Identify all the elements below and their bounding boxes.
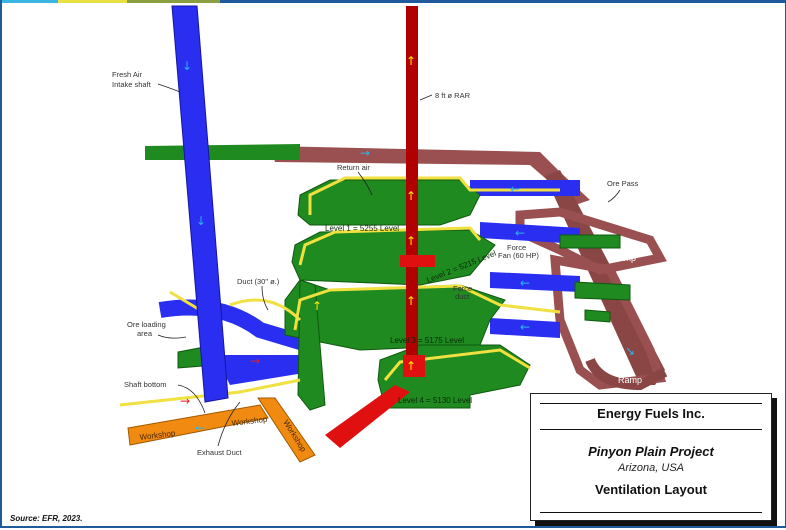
svg-text:↑: ↑	[406, 54, 416, 68]
label-rar: 8 ft ø RAR	[435, 91, 471, 100]
title-block: Energy Fuels Inc. Pinyon Plain Project A…	[530, 393, 772, 521]
svg-text:↑: ↑	[406, 234, 416, 248]
workshop	[127, 397, 316, 463]
label-force-fan-hp: Fan (60 HP)	[498, 251, 539, 260]
label-intake-shaft: Intake shaft	[112, 80, 152, 89]
drawing-subject: Ventilation Layout	[595, 482, 707, 497]
label-ramp-upper: Ramp	[612, 253, 636, 263]
svg-text:→: →	[250, 354, 260, 368]
label-ore-loading-area: area	[137, 329, 153, 338]
svg-text:↓: ↓	[196, 214, 206, 228]
label-level-4: Level 4 = 5130 Level	[398, 396, 472, 405]
label-workshop-left: Workshop	[139, 429, 176, 442]
svg-text:↑: ↑	[406, 294, 416, 308]
svg-text:←: ←	[520, 320, 530, 334]
label-level-1: Level 1 = 5255 Level	[325, 224, 399, 233]
label-ore-pass: Ore Pass	[607, 179, 639, 188]
company-name: Energy Fuels Inc.	[597, 406, 705, 421]
svg-text:→: →	[180, 394, 190, 408]
label-force-duct: Force	[453, 284, 472, 293]
svg-text:←: ←	[195, 421, 205, 435]
source-note: Source: EFR, 2023.	[10, 514, 83, 523]
label-ramp-lower: Ramp	[618, 375, 642, 385]
airflow-arrows: ↓ ↓ ↑ ↑ ↑ ↑ ↑ ↑ ← ← ← ← → ← ↘ → →	[180, 54, 635, 435]
levels	[177, 179, 631, 411]
svg-text:↑: ↑	[312, 299, 322, 313]
label-force-fan: Force	[507, 243, 526, 252]
label-duct: Duct (30" ø.)	[237, 277, 280, 286]
svg-text:↘: ↘	[625, 344, 635, 358]
svg-text:→: →	[360, 146, 370, 160]
fresh-air-intake-shaft	[171, 5, 229, 403]
return-air-ducts	[119, 176, 561, 407]
label-ore-loading: Ore loading	[127, 320, 166, 329]
project-location: Arizona, USA	[617, 462, 685, 474]
label-return-air: Return air	[337, 163, 370, 172]
svg-text:←: ←	[510, 182, 520, 196]
top-drift	[145, 144, 300, 160]
intake-drifts	[158, 180, 580, 385]
label-fresh-air: Fresh Air	[112, 70, 143, 79]
label-shaft-bottom: Shaft bottom	[124, 380, 167, 389]
svg-text:←: ←	[520, 276, 530, 290]
svg-text:↑: ↑	[406, 189, 416, 203]
ore-pass-ramp	[270, 146, 668, 391]
svg-text:←: ←	[515, 226, 525, 240]
label-workshop-mid: Workshop	[231, 415, 268, 428]
return-air-raise	[325, 6, 435, 448]
project-name: Pinyon Plain Project	[588, 444, 714, 459]
svg-text:↓: ↓	[182, 59, 192, 73]
top-accent-bar	[0, 0, 786, 3]
svg-text:↑: ↑	[406, 359, 416, 373]
label-level-3: Level 3 = 5175 Level	[390, 336, 464, 345]
label-force-duct-2: duct	[455, 292, 470, 301]
label-exhaust-duct: Exhaust Duct	[197, 448, 243, 457]
